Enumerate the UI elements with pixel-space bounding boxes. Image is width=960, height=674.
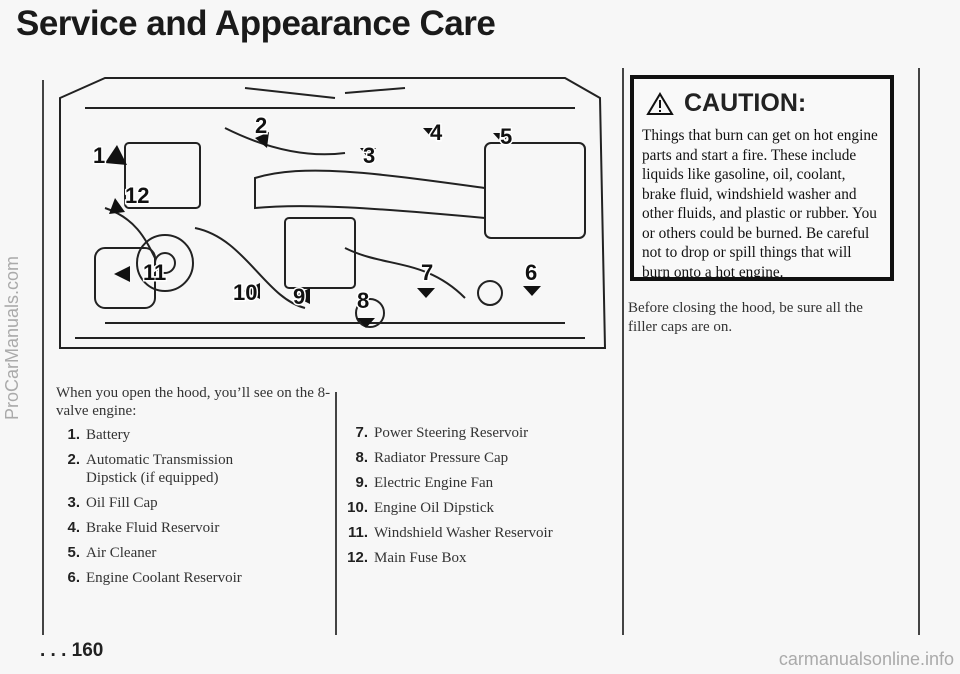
item-label: Engine Oil Dipstick	[374, 500, 494, 516]
item-number: 8.	[355, 449, 368, 466]
item-number: 7.	[355, 424, 368, 441]
callout-9: 9	[293, 284, 305, 309]
callout-7: 7	[421, 260, 433, 285]
list-item: 12. Main Fuse Box	[340, 549, 600, 567]
item-label: Automatic Transmission Dipstick (if equi…	[86, 452, 234, 486]
page-title: Service and Appearance Care	[16, 4, 496, 43]
watermark-left: ProCarManuals.com	[2, 255, 22, 420]
item-label: Windshield Washer Reservoir	[374, 525, 553, 541]
callout-1: 1	[93, 143, 105, 168]
page-number: . . . 160	[40, 640, 104, 661]
list-item: 10. Engine Oil Dipstick	[340, 499, 600, 517]
list-item: 3. Oil Fill Cap	[52, 494, 322, 512]
item-label: Electric Engine Fan	[374, 475, 494, 491]
list-item: 9. Electric Engine Fan	[340, 474, 600, 492]
item-label: Air Cleaner	[86, 545, 157, 561]
item-number: 2.	[67, 451, 80, 468]
column-rule	[622, 68, 624, 635]
item-number: 11.	[347, 524, 368, 541]
list-item: 11. Windshield Washer Reservoir	[340, 524, 600, 542]
warning-triangle-icon	[646, 91, 674, 115]
list-item: 2. Automatic Transmission Dipstick (if eq…	[52, 451, 322, 487]
callout-2: 2	[255, 113, 267, 138]
item-number: 5.	[67, 544, 80, 561]
caution-heading: CAUTION:	[684, 89, 807, 117]
column-rule	[42, 80, 44, 635]
item-label: Brake Fluid Reservoir	[86, 520, 220, 536]
item-label: Battery	[86, 427, 131, 443]
item-number: 12.	[347, 549, 368, 566]
item-number: 1.	[67, 426, 80, 443]
callout-6: 6	[525, 260, 537, 285]
item-label: Power Steering Reservoir	[374, 425, 529, 441]
caution-heading-row: CAUTION:	[646, 89, 882, 118]
item-label: Main Fuse Box	[374, 550, 467, 566]
item-number: 4.	[67, 519, 80, 536]
callout-10: 10	[233, 280, 257, 305]
list-item: 7. Power Steering Reservoir	[340, 424, 600, 442]
callout-12: 12	[125, 183, 149, 208]
item-label: Oil Fill Cap	[86, 495, 158, 511]
caution-text: Things that burn can get on hot engine p…	[642, 127, 878, 281]
column-rule	[335, 392, 337, 635]
engine-compartment-illustration: 1 2 3 4 5 6 7 8 9 10 11 12	[59, 77, 607, 349]
item-number: 9.	[355, 474, 368, 491]
intro-text: When you open the hood, you’ll see on th…	[56, 385, 331, 419]
item-number: 6.	[67, 569, 80, 586]
list-item: 1. Battery	[52, 426, 322, 444]
list-item: 5. Air Cleaner	[52, 544, 322, 562]
after-caution-text: Before closing the hood, be sure all the…	[628, 300, 863, 335]
callout-8: 8	[357, 288, 369, 313]
list-item: 6. Engine Coolant Reservoir	[52, 569, 322, 587]
item-label: Radiator Pressure Cap	[374, 450, 509, 466]
list-item: 8. Radiator Pressure Cap	[340, 449, 600, 467]
item-label: Engine Coolant Reservoir	[86, 570, 242, 586]
watermark-right: carmanualsonline.info	[778, 649, 954, 669]
item-number: 3.	[67, 494, 80, 511]
item-number: 10.	[347, 499, 368, 516]
component-list-left: 1. Battery 2. Automatic Transmission Dipst…	[52, 426, 322, 594]
caution-box: CAUTION: Things that burn can get on hot…	[630, 75, 894, 281]
component-list-right: 7. Power Steering Reservoir 8. Radiator Pr…	[340, 424, 600, 574]
callout-4: 4	[430, 120, 443, 145]
column-rule	[918, 68, 920, 635]
callout-3: 3	[363, 143, 375, 168]
callout-11: 11	[143, 260, 166, 285]
list-item: 4. Brake Fluid Reservoir	[52, 519, 322, 537]
callout-5: 5	[500, 124, 512, 149]
